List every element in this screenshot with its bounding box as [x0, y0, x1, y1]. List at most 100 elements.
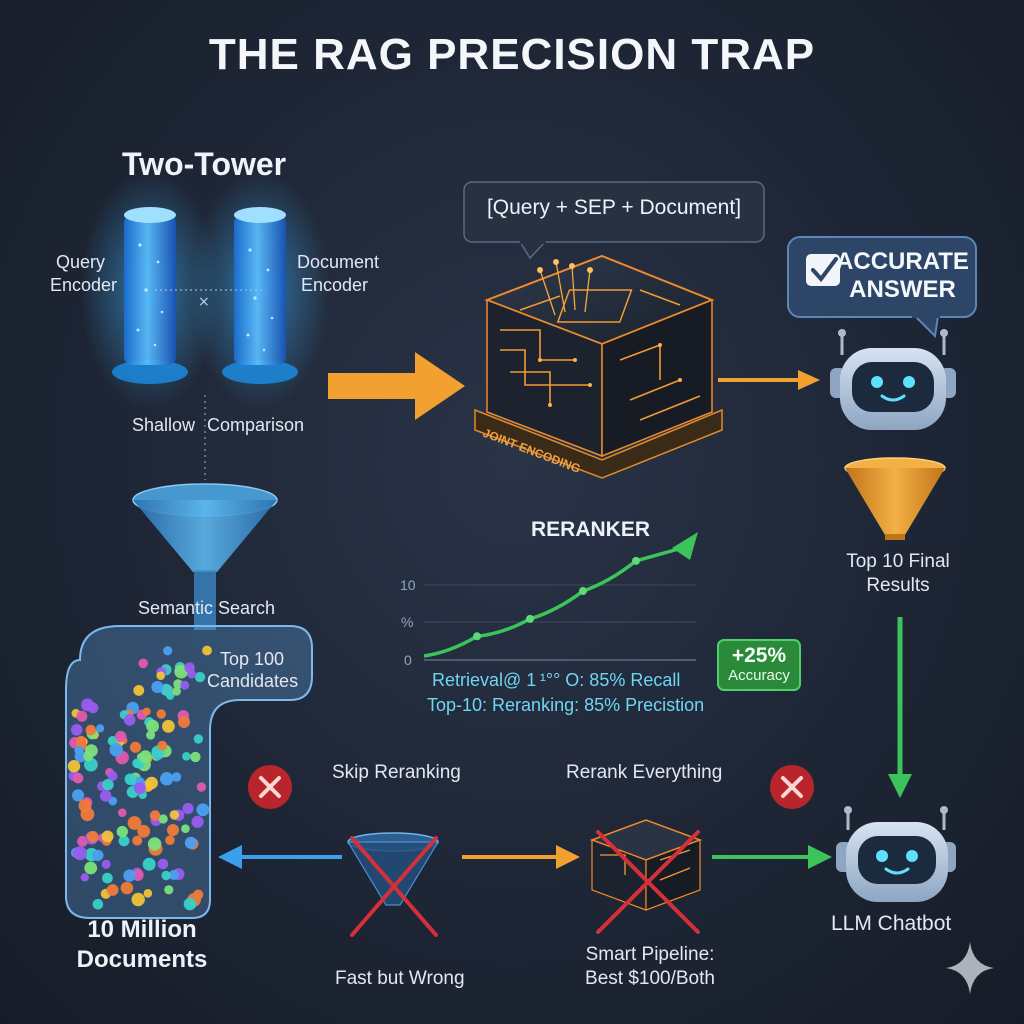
document-ball	[193, 889, 204, 900]
document-ball	[123, 869, 136, 882]
document-ball	[169, 810, 180, 820]
document-ball	[87, 831, 99, 843]
chart-caption-recall: Retrieval@ 1 ¹°° O: 85% Recall	[432, 670, 681, 690]
document-ball	[158, 814, 168, 824]
query-bubble-graphic	[463, 181, 765, 260]
document-ball	[157, 740, 168, 751]
document-ball	[120, 881, 134, 895]
red-x-icon-right	[770, 765, 814, 809]
document-ball	[107, 771, 118, 781]
document-ball	[142, 857, 156, 871]
document-ball	[131, 892, 145, 907]
document-ball	[147, 837, 162, 851]
document-ball	[99, 790, 112, 802]
comparison-label: Comparison	[207, 415, 305, 435]
document-ball	[77, 835, 88, 847]
document-ball	[101, 859, 111, 869]
llm-chatbot-label: LLM Chatbot	[831, 912, 952, 935]
chart-series-line	[423, 546, 683, 658]
document-ball	[96, 724, 105, 733]
document-ball	[101, 830, 114, 843]
document-ball	[76, 735, 87, 746]
document-ball	[102, 779, 114, 791]
document-ball	[127, 816, 142, 830]
skip-reranking-label: Skip Reranking	[332, 762, 461, 783]
document-ball	[196, 803, 210, 817]
robot-icon-bottom	[836, 806, 956, 902]
document-ball	[145, 776, 158, 790]
sparkle-icon	[946, 942, 994, 994]
accuracy-line-chart	[423, 532, 698, 658]
orange-arrow-to-reranker	[328, 352, 465, 420]
document-ball	[92, 899, 104, 910]
document-ball	[70, 724, 83, 736]
document-ball	[146, 730, 156, 740]
fast-but-wrong-label: Fast but Wrong	[335, 968, 465, 989]
accurate-answer-bubble	[787, 236, 977, 339]
document-ball	[193, 734, 204, 744]
reranker-cube: JOINT ENCODING	[474, 254, 723, 479]
shallow-label: Shallow	[132, 415, 196, 435]
document-ball	[166, 691, 175, 700]
chart-point	[632, 556, 640, 565]
document-ball	[149, 810, 161, 821]
document-ball	[190, 751, 201, 763]
document-ball	[143, 889, 153, 898]
rerank-everything-label: Rerank Everything	[566, 762, 723, 783]
pipe-label-2: Candidates	[207, 671, 299, 691]
document-ball	[106, 884, 119, 896]
chart-point	[579, 587, 587, 596]
document-ball	[85, 724, 97, 736]
document-ball	[139, 750, 152, 764]
document-ball	[182, 802, 194, 815]
document-ball	[142, 707, 151, 716]
pipe-label-1: Top 100	[219, 649, 285, 669]
chart-point	[526, 614, 534, 623]
chart-arrow-head	[672, 532, 698, 560]
document-ball	[133, 685, 145, 696]
cross-icon: ×	[198, 294, 210, 310]
smart-pipeline-label-2: Best $100/Both	[585, 968, 715, 989]
document-ball	[164, 885, 174, 895]
accuracy-badge-value: +25%	[731, 644, 787, 667]
document-ball	[76, 710, 88, 722]
document-ball	[151, 681, 164, 693]
document-ball	[102, 872, 113, 884]
document-label-1: Document	[297, 252, 380, 272]
query-tower-base	[112, 360, 188, 384]
document-ball	[160, 772, 174, 786]
robot-icon-top	[830, 329, 956, 430]
document-ball	[81, 698, 94, 712]
document-ball	[123, 714, 136, 726]
document-ball	[182, 752, 191, 761]
document-ball	[92, 849, 104, 862]
query-label-1: Query	[56, 252, 106, 272]
document-ball	[80, 873, 90, 882]
chart-ytick-bottom: 0	[404, 652, 412, 668]
document-ball	[80, 807, 95, 822]
document-ball	[172, 686, 182, 696]
document-ball	[124, 773, 137, 786]
semantic-search-funnel	[132, 483, 278, 630]
chart-ytick-top: 10	[400, 577, 416, 593]
document-ball	[163, 646, 173, 656]
document-ball	[184, 836, 197, 849]
query-bubble-text: [Query + SEP + Document]	[486, 196, 742, 219]
accuracy-badge-label: Accuracy	[728, 667, 790, 684]
accurate-answer-line2: ANSWER	[849, 276, 956, 303]
document-ball	[109, 743, 123, 757]
document-ball	[129, 741, 142, 753]
documents-label-1: 10 Million	[87, 916, 197, 943]
documents-label-2: Documents	[76, 946, 208, 973]
semantic-search-label: Semantic Search	[138, 598, 276, 618]
document-ball	[157, 858, 169, 870]
document-ball	[167, 824, 179, 836]
document-ball	[194, 671, 206, 683]
top10-funnel	[844, 457, 946, 540]
document-ball	[74, 745, 84, 756]
chart-caption-precision: Top-10: Reranking: 85% Precistion	[427, 695, 705, 715]
document-ball	[178, 716, 190, 728]
document-label-2: Encoder	[301, 275, 369, 295]
